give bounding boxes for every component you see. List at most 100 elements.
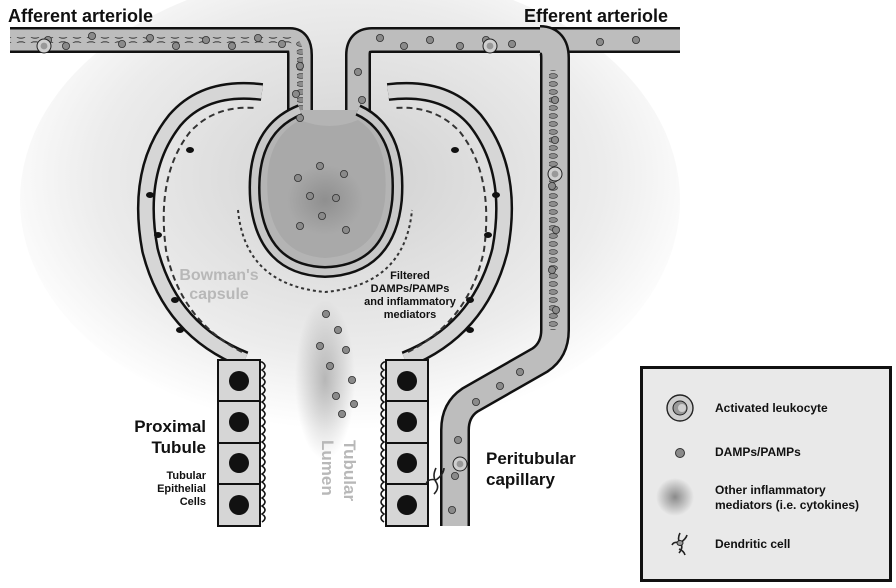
legend-label-damps-pamps: DAMPs/PAMPs	[715, 445, 801, 460]
bowmans-label-line1: Bowman's	[170, 266, 268, 285]
legend: Activated leukocyte DAMPs/PAMPs Other in…	[640, 366, 892, 582]
damp-pamp-particle	[400, 42, 407, 49]
dendritic-cell-icon	[665, 529, 695, 559]
proximal-label-line2: Tubule	[118, 437, 206, 458]
damp-pamp-particle	[451, 472, 458, 479]
peritubular-label-line1: Peritubular	[486, 448, 576, 469]
capsule-cell-nucleus	[146, 192, 154, 198]
damp-pamp-particle	[548, 182, 555, 189]
damp-pamp-particle	[350, 400, 357, 407]
damp-pamp-particle	[454, 436, 461, 443]
legend-item-dendritic-cell: Dendritic cell	[643, 529, 889, 569]
damp-pamp-particle	[332, 392, 339, 399]
lumen-label-line2: Lumen	[318, 440, 337, 496]
damp-pamp-particle	[516, 368, 523, 375]
damp-pamp-particle	[316, 162, 323, 169]
damp-pamp-particle	[146, 34, 153, 41]
damp-pamp-particle	[472, 398, 479, 405]
damp-pamp-particle	[316, 342, 323, 349]
activated-leukocyte-core	[41, 43, 48, 50]
epithelial-nucleus	[229, 371, 249, 391]
damp-pamp-particle	[172, 42, 179, 49]
damp-pamp-particle	[228, 42, 235, 49]
damp-pamp-particle	[448, 506, 455, 513]
activated-leukocyte-core	[457, 461, 464, 468]
damp-pamp-particle	[508, 40, 515, 47]
filtered-label-line1: Filtered	[350, 270, 470, 283]
damp-pamp-particle	[340, 170, 347, 177]
damp-pamp-particle	[376, 34, 383, 41]
epithelial-nucleus	[397, 412, 417, 432]
filtered-label-line4: mediators	[350, 309, 470, 322]
damp-pamp-particle	[596, 38, 603, 45]
epithelial-nucleus	[397, 371, 417, 391]
damp-pamp-particle	[296, 62, 303, 69]
tubular-lumen-label: Tubular Lumen	[300, 440, 360, 510]
inflammatory-mediator-icon	[655, 477, 695, 517]
afferent-arteriole-label: Afferent arteriole	[8, 6, 153, 27]
damp-pamp-particle	[332, 194, 339, 201]
damp-pamp-particle	[318, 212, 325, 219]
damp-pamp-particle	[358, 96, 365, 103]
capsule-cell-nucleus	[466, 327, 474, 333]
damp-pamp-particle	[296, 114, 303, 121]
damp-pamp-particle	[306, 192, 313, 199]
damp-pamp-particle	[551, 96, 558, 103]
damp-pamp-particle	[62, 42, 69, 49]
damp-pamp-particle	[456, 42, 463, 49]
damp-pamp-particle	[334, 326, 341, 333]
capsule-cell-nucleus	[186, 147, 194, 153]
damp-pamp-particle	[426, 36, 433, 43]
proximal-label-line1: Proximal	[118, 416, 206, 437]
legend-label-activated-leukocyte: Activated leukocyte	[715, 401, 828, 416]
capsule-cell-nucleus	[451, 147, 459, 153]
damp-pamp-particle	[552, 306, 559, 313]
activated-leukocyte-core	[552, 171, 559, 178]
epithelial-cells-label: Tubular Epithelial Cells	[146, 470, 206, 509]
epithelial-label-line1: Tubular	[146, 470, 206, 483]
capsule-cell-nucleus	[484, 232, 492, 238]
damp-pamp-particle	[632, 36, 639, 43]
damp-pamp-particle	[294, 174, 301, 181]
damp-pamp-particle	[278, 40, 285, 47]
damp-pamp-particle	[326, 362, 333, 369]
legend-label-dendritic-cell: Dendritic cell	[715, 537, 790, 552]
capsule-cell-nucleus	[492, 192, 500, 198]
damp-pamp-particle	[551, 136, 558, 143]
epithelial-nucleus	[229, 453, 249, 473]
damp-pamp-particle	[342, 226, 349, 233]
capsule-cell-nucleus	[176, 327, 184, 333]
efferent-arteriole-label: Efferent arteriole	[524, 6, 668, 27]
damp-pamp-particle	[548, 266, 555, 273]
epithelial-nucleus	[397, 453, 417, 473]
damp-pamp-particle	[552, 226, 559, 233]
bowmans-label-line2: capsule	[170, 285, 268, 304]
damp-pamp-particle	[118, 40, 125, 47]
bowmans-capsule-label: Bowman's capsule	[170, 266, 268, 304]
epithelial-label-line3: Cells	[146, 496, 206, 509]
activated-leukocyte-icon	[665, 393, 695, 423]
lumen-haze	[295, 300, 355, 460]
lumen-label-line1: Tubular	[340, 440, 359, 501]
filtered-mediators-label: Filtered DAMPs/PAMPs and inflammatory me…	[350, 270, 470, 322]
legend-item-damps-pamps: DAMPs/PAMPs	[643, 439, 889, 479]
legend-item-activated-leukocyte: Activated leukocyte	[643, 391, 889, 431]
epithelial-nucleus	[397, 495, 417, 515]
filtered-label-line2: DAMPs/PAMPs	[350, 283, 470, 296]
damp-pamp-particle	[348, 376, 355, 383]
activated-leukocyte-core	[487, 43, 494, 50]
damp-pamp-particle	[202, 36, 209, 43]
damp-pamp-particle	[292, 90, 299, 97]
damp-pamp-particle	[322, 310, 329, 317]
legend-item-inflammatory-mediators: Other inflammatory mediators (i.e. cytok…	[643, 477, 889, 517]
mediators-label-line2: mediators (i.e. cytokines)	[715, 498, 859, 513]
damp-pamp-particle	[354, 68, 361, 75]
peritubular-capillary-label: Peritubular capillary	[486, 448, 576, 490]
damp-pamp-particle	[496, 382, 503, 389]
epithelial-label-line2: Epithelial	[146, 483, 206, 496]
mediators-label-line1: Other inflammatory	[715, 483, 859, 498]
damp-pamp-particle	[342, 346, 349, 353]
proximal-tubule-label: Proximal Tubule	[118, 416, 206, 458]
peritubular-label-line2: capillary	[486, 469, 576, 490]
epithelial-nucleus	[229, 412, 249, 432]
